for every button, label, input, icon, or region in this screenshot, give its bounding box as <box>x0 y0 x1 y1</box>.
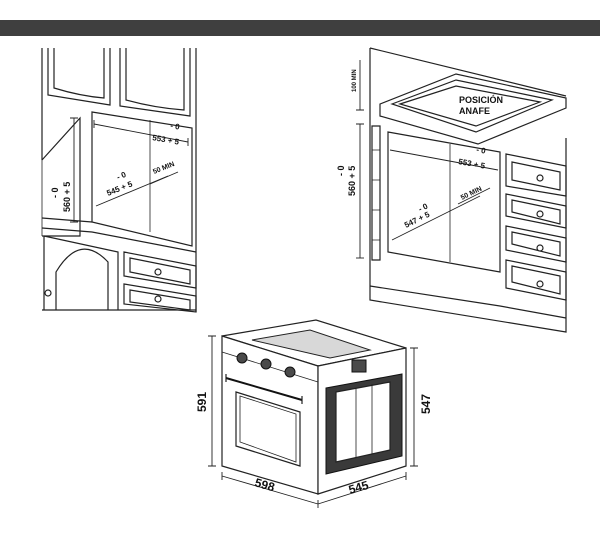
left-oven-cavity <box>91 111 193 247</box>
left-drawers <box>123 251 197 313</box>
oven-display <box>351 359 367 373</box>
right-width-bottom-minus: - 0 <box>417 201 430 213</box>
right-width-top-minus: - 0 <box>476 145 487 156</box>
left-width-top-minus: - 0 <box>170 121 181 132</box>
left-width-bottom-plus: 545 + 5 <box>105 179 134 198</box>
top-bar <box>0 20 600 36</box>
left-cabinet-illustration <box>41 48 197 313</box>
left-depth-min: 50 MIN <box>152 161 176 176</box>
oven-knobs <box>236 352 296 378</box>
right-height-plus: 560 + 5 <box>347 166 357 196</box>
left-height-minus: - 0 <box>50 187 60 198</box>
right-cabinet-illustration <box>356 47 567 333</box>
left-width-bottom-minus: - 0 <box>115 170 128 182</box>
right-oven-cavity <box>387 131 501 273</box>
right-depth-min: 50 MIN <box>460 186 483 202</box>
left-upper-doors <box>47 48 191 117</box>
left-height-plus: 560 + 5 <box>62 182 72 212</box>
left-width-top-plus: 553 + 5 <box>152 133 181 147</box>
oven-side-height: 547 <box>419 394 433 414</box>
oven-illustration <box>208 319 418 508</box>
oven-width: 598 <box>253 475 276 494</box>
oven-depth: 545 <box>347 478 370 497</box>
right-width-top-plus: 553 + 5 <box>458 157 487 171</box>
right-top-min: 100 MIN <box>352 69 358 92</box>
oven-height: 591 <box>195 392 209 412</box>
hob-label-line1: POSICIÓN <box>459 94 503 105</box>
left-lower-door <box>43 235 119 310</box>
hob-position-area <box>379 73 567 145</box>
right-height-minus: - 0 <box>336 165 346 176</box>
right-width-bottom-plus: 547 + 5 <box>403 210 432 230</box>
hob-label-line2: ANAFE <box>459 106 490 116</box>
right-drawers <box>505 153 567 301</box>
